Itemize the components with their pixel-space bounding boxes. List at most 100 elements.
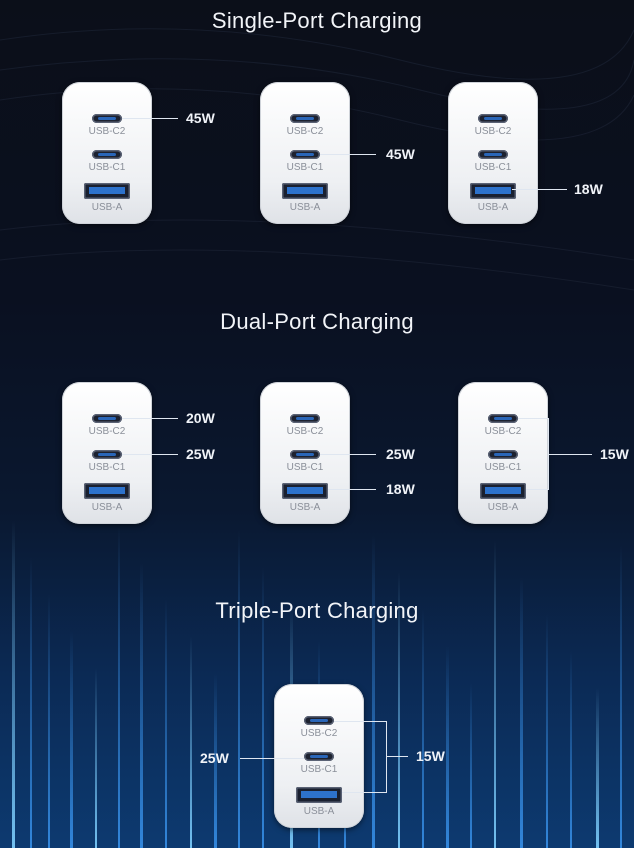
usb-c1-port xyxy=(488,450,518,459)
usb-c2-port xyxy=(92,414,122,423)
usb-c2-label: USB-C2 xyxy=(286,126,324,137)
wattage-label: 25W xyxy=(386,446,415,462)
usb-c2-label: USB-C2 xyxy=(286,426,324,437)
usb-c1-port xyxy=(478,150,508,159)
light-streak xyxy=(494,540,496,848)
usb-c1-label: USB-C1 xyxy=(88,462,126,473)
usb-c1-port xyxy=(290,150,320,159)
connector-line xyxy=(320,454,376,455)
connector-line xyxy=(548,454,592,455)
charger-triple: USB-C2 USB-C1 USB-A xyxy=(274,684,364,828)
light-streak xyxy=(140,562,143,848)
connector-line xyxy=(342,792,386,793)
charger-single-2: USB-C2 USB-C1 USB-A xyxy=(260,82,350,224)
bracket-line xyxy=(386,721,387,793)
usb-c1-label: USB-C1 xyxy=(286,462,324,473)
usb-a-port xyxy=(84,483,130,499)
light-streak xyxy=(520,577,523,848)
section-title-single: Single-Port Charging xyxy=(211,8,423,33)
light-streak xyxy=(570,651,572,848)
usb-c1-port xyxy=(304,752,334,761)
wattage-label: 25W xyxy=(200,750,229,766)
light-streak xyxy=(238,530,240,848)
usb-a-label: USB-A xyxy=(289,202,321,213)
wattage-label: 15W xyxy=(416,748,445,764)
light-streak xyxy=(95,668,97,848)
usb-a-label: USB-A xyxy=(91,502,123,513)
charger-single-3: USB-C2 USB-C1 USB-A xyxy=(448,82,538,224)
connector-line xyxy=(122,418,178,419)
usb-c2-port xyxy=(478,114,508,123)
light-streak xyxy=(48,594,50,848)
section-title-dual: Dual-Port Charging xyxy=(220,309,414,334)
wattage-label: 18W xyxy=(574,181,603,197)
charger-single-1: USB-C2 USB-C1 USB-A xyxy=(62,82,152,224)
wattage-label: 20W xyxy=(186,410,215,426)
light-streak xyxy=(422,609,424,848)
wattage-label: 15W xyxy=(600,446,629,462)
usb-a-port xyxy=(282,183,328,199)
connector-line xyxy=(122,454,178,455)
light-streak xyxy=(620,545,622,848)
wattage-label: 18W xyxy=(386,481,415,497)
light-streak xyxy=(70,631,73,848)
charger-dual-3: USB-C2 USB-C1 USB-A xyxy=(458,382,548,524)
light-streak xyxy=(398,572,400,848)
usb-c1-port xyxy=(92,150,122,159)
usb-a-label: USB-A xyxy=(303,806,335,817)
connector-line xyxy=(320,154,376,155)
connector-line xyxy=(526,489,548,490)
usb-a-label: USB-A xyxy=(289,502,321,513)
usb-a-label: USB-A xyxy=(91,202,123,213)
usb-a-label: USB-A xyxy=(487,502,519,513)
usb-c1-label: USB-C1 xyxy=(88,162,126,173)
usb-c2-label: USB-C2 xyxy=(474,126,512,137)
wattage-label: 25W xyxy=(186,446,215,462)
charger-dual-1: USB-C2 USB-C1 USB-A xyxy=(62,382,152,524)
usb-c1-label: USB-C1 xyxy=(474,162,512,173)
usb-c2-label: USB-C2 xyxy=(484,426,522,437)
usb-c2-label: USB-C2 xyxy=(300,728,338,739)
section-title-triple: Triple-Port Charging xyxy=(215,598,419,623)
connector-line xyxy=(334,721,386,722)
light-streak xyxy=(372,535,375,848)
usb-c1-label: USB-C1 xyxy=(484,462,522,473)
usb-a-label: USB-A xyxy=(477,202,509,213)
light-streak xyxy=(446,646,449,848)
usb-c2-port xyxy=(290,114,320,123)
light-streak xyxy=(190,636,192,848)
usb-a-port xyxy=(470,183,516,199)
light-streak xyxy=(470,683,472,848)
light-streak xyxy=(12,520,15,848)
light-streak xyxy=(118,525,120,848)
usb-a-port xyxy=(282,483,328,499)
wattage-label: 45W xyxy=(386,146,415,162)
connector-line xyxy=(512,189,567,190)
connector-line xyxy=(240,758,304,759)
usb-c2-port xyxy=(488,414,518,423)
usb-c2-port xyxy=(304,716,334,725)
connector-line xyxy=(328,489,376,490)
usb-c1-label: USB-C1 xyxy=(300,764,338,775)
light-streak xyxy=(165,599,167,848)
light-streak xyxy=(30,557,32,848)
usb-a-port xyxy=(84,183,130,199)
wattage-label: 45W xyxy=(186,110,215,126)
connector-line xyxy=(386,756,408,757)
light-streak xyxy=(546,614,548,848)
usb-c1-label: USB-C1 xyxy=(286,162,324,173)
light-streak xyxy=(596,688,599,848)
connector-line xyxy=(122,118,178,119)
connector-line xyxy=(518,418,548,419)
usb-c2-label: USB-C2 xyxy=(88,426,126,437)
usb-c2-label: USB-C2 xyxy=(88,126,126,137)
usb-c1-port xyxy=(92,450,122,459)
usb-c2-port xyxy=(92,114,122,123)
usb-a-port xyxy=(296,787,342,803)
light-streak xyxy=(214,673,217,848)
charger-dual-2: USB-C2 USB-C1 USB-A xyxy=(260,382,350,524)
usb-c2-port xyxy=(290,414,320,423)
usb-c1-port xyxy=(290,450,320,459)
usb-a-port xyxy=(480,483,526,499)
